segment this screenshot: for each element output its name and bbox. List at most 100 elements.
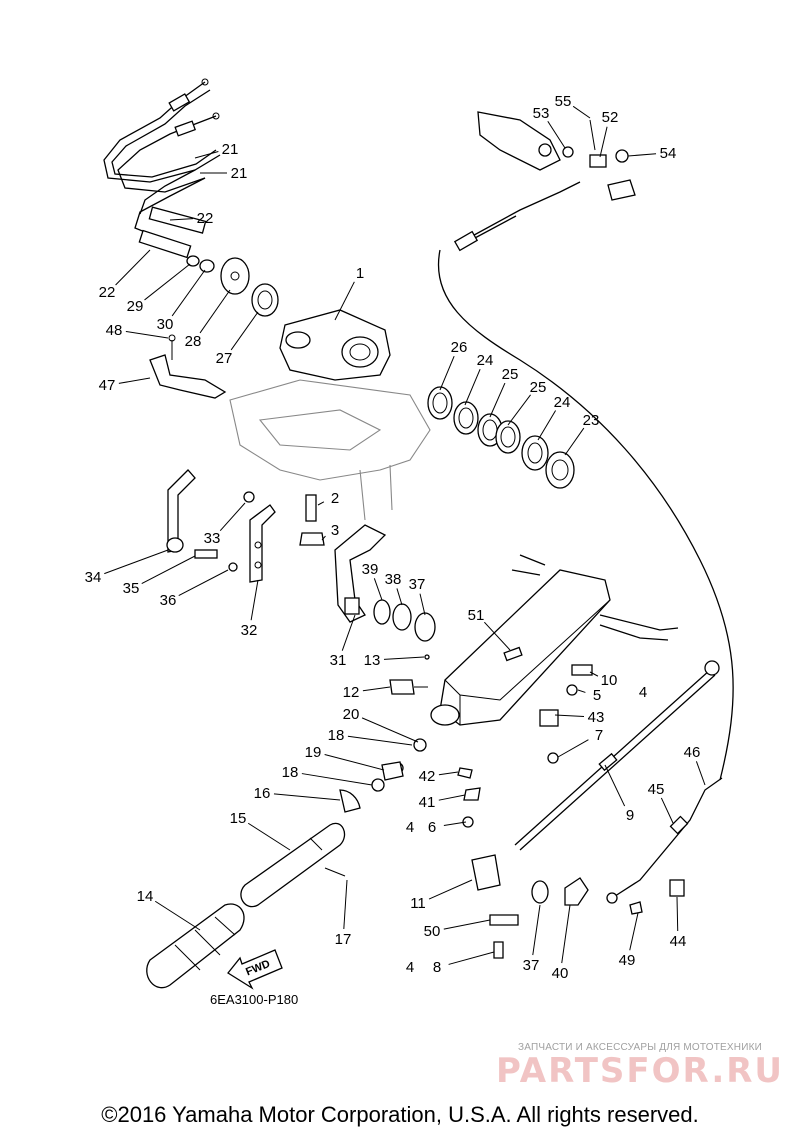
leader-49 <box>629 912 639 951</box>
leader-34 <box>104 549 169 575</box>
leader-38 <box>396 588 403 606</box>
leader-25 <box>507 394 531 426</box>
leader-5 <box>577 689 586 693</box>
callout-24: 24 <box>554 394 571 411</box>
leader-45 <box>660 797 674 824</box>
callout-33: 33 <box>204 530 221 547</box>
callout-27: 27 <box>216 350 233 367</box>
leader-15 <box>247 822 291 851</box>
watermark: ЗАПЧАСТИ И АКСЕССУАРЫ ДЛЯ МОТОТЕХНИКИ PA… <box>490 1042 790 1091</box>
callout-17: 17 <box>335 931 352 948</box>
leader-20 <box>361 717 419 743</box>
callout-8: 8 <box>433 959 441 976</box>
tiller-bracket-part <box>279 309 391 381</box>
callout-25: 25 <box>530 379 547 396</box>
callout-44: 44 <box>670 933 687 950</box>
leader-41 <box>438 794 466 801</box>
callout-12: 12 <box>343 684 360 701</box>
leader-14 <box>154 900 201 931</box>
callout-37: 37 <box>409 576 426 593</box>
callout-labels: 1234445678910111213141516171818192021212… <box>85 93 701 982</box>
callout-7: 7 <box>595 727 603 744</box>
leader-44 <box>676 896 679 932</box>
brackets-32-34 <box>166 469 276 583</box>
callout-46: 46 <box>684 744 701 761</box>
leader-29 <box>144 263 191 301</box>
leader-3 <box>321 535 326 541</box>
leader-6 <box>443 821 467 827</box>
leader-30 <box>171 269 206 317</box>
callout-25: 25 <box>502 366 519 383</box>
throttle-shift-cables <box>103 78 221 259</box>
drawing-code: 6EA3100-P180 <box>210 992 299 1007</box>
callout-41: 41 <box>419 794 436 811</box>
leader-23 <box>564 427 585 456</box>
callout-13: 13 <box>364 652 381 669</box>
callout-2: 2 <box>331 490 339 507</box>
leader-42 <box>438 771 459 776</box>
leader-8 <box>448 951 495 965</box>
bottom-cowling-ghost <box>229 379 431 521</box>
callout-6: 6 <box>428 819 436 836</box>
leader-25 <box>489 382 506 418</box>
callout-52: 52 <box>602 109 619 126</box>
leader-7 <box>557 739 589 758</box>
leader-50 <box>443 919 491 930</box>
callout-50: 50 <box>424 923 441 940</box>
leader-18 <box>301 773 373 786</box>
cable-9-part <box>514 660 720 851</box>
callout-28: 28 <box>185 333 202 350</box>
callout-39: 39 <box>362 561 379 578</box>
long-cable <box>437 181 734 781</box>
leader-40 <box>561 904 571 964</box>
callout-36: 36 <box>160 592 177 609</box>
callout-20: 20 <box>343 706 360 723</box>
callout-21: 21 <box>231 165 248 182</box>
lower-parts <box>457 767 589 959</box>
callout-11: 11 <box>410 895 426 912</box>
watermark-brand: PARTSFOR.RU <box>495 1051 785 1091</box>
leader-32 <box>250 579 259 621</box>
leader-27 <box>230 311 259 351</box>
callout-30: 30 <box>157 316 174 333</box>
grip-throttle-parts <box>146 789 361 989</box>
leader-26 <box>439 355 455 391</box>
leader-47 <box>118 377 151 384</box>
leader-36 <box>178 569 229 596</box>
callout-26: 26 <box>451 339 468 356</box>
callout-9: 9 <box>626 807 634 824</box>
washers-23-26 <box>427 386 575 489</box>
leader-22 <box>115 249 151 286</box>
leader-22 <box>169 218 194 221</box>
callout-35: 35 <box>123 580 140 597</box>
callout-54: 54 <box>660 145 677 162</box>
callout-42: 42 <box>419 768 436 785</box>
leader-43 <box>554 714 585 718</box>
callout-48: 48 <box>106 322 123 339</box>
washers-37-39 <box>373 599 436 642</box>
leader-24 <box>464 368 481 406</box>
leader-35 <box>141 555 196 584</box>
leader-51 <box>483 621 511 651</box>
leader-28 <box>199 289 231 334</box>
callout-51: 51 <box>468 607 485 624</box>
leader-55 <box>572 105 591 119</box>
callout-15: 15 <box>230 810 247 827</box>
stud-nut-2-3 <box>299 494 325 546</box>
leader-54 <box>627 153 657 157</box>
callout-14: 14 <box>137 888 154 905</box>
callout-5: 5 <box>593 687 601 704</box>
callout-4: 4 <box>406 819 414 836</box>
leader-39 <box>373 578 383 601</box>
callout-55: 55 <box>555 93 572 110</box>
callout-43: 43 <box>588 709 605 726</box>
callout-45: 45 <box>648 781 665 798</box>
steering-handle-body <box>430 554 679 726</box>
leader-2 <box>317 501 325 506</box>
callout-4: 4 <box>639 684 647 701</box>
callout-4: 4 <box>406 959 414 976</box>
leader-37 <box>419 593 426 616</box>
leader-12 <box>362 686 391 692</box>
leader-lines <box>104 105 706 965</box>
bracket-47-part <box>149 334 227 399</box>
